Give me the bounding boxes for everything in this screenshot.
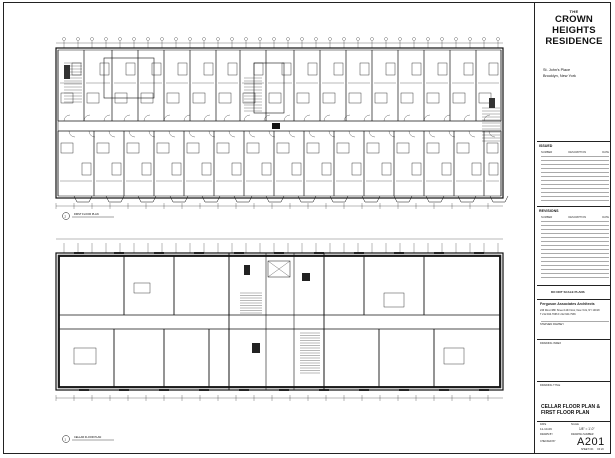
revisions-divider (537, 206, 610, 207)
date-value: 11-10-09 (540, 427, 552, 431)
drawing-title-line-2: FIRST FLOOR PLAN (541, 410, 590, 416)
ruled-line (541, 172, 609, 173)
ruled-line (541, 257, 609, 258)
note-divider (537, 285, 610, 286)
project-title-line-2: HEIGHTS (552, 25, 596, 36)
date-label: DATE (540, 423, 547, 426)
client-label: STEPHEN RAMSEY (540, 323, 564, 326)
ruled-line (541, 269, 609, 270)
firm-phone: T 212.944.7966 F 212.944.7936 (540, 313, 576, 316)
drawn-by-label: DRAWN BY (540, 433, 553, 436)
ruled-line (541, 241, 609, 242)
drawing-title-label: DRAWING TITLE (540, 384, 561, 387)
ruled-line (541, 225, 609, 226)
ruled-line (541, 237, 609, 238)
drawing-title: CELLAR FLOOR PLAN & FIRST FLOOR PLAN (541, 404, 600, 416)
address-line-2: Brooklyn, New York (543, 74, 576, 78)
first-floor-plan (55, 37, 509, 209)
ruled-line (541, 265, 609, 266)
project-title-line-3: RESIDENCE (545, 36, 603, 47)
first-floor-plan-number: 2 (65, 215, 67, 219)
scale-value: 1/8" = 1'-0" (579, 427, 595, 431)
firm-divider (537, 299, 610, 300)
ruled-line (541, 160, 609, 161)
ruled-line (541, 164, 609, 165)
revisions-col-description: DESCRIPTION (568, 216, 587, 219)
ruled-line (541, 245, 609, 246)
floor-plan-drawing: 2 FIRST FLOOR PLAN 1 CELLAR FLOOR PLAN (55, 37, 509, 443)
drawing-title-line-1: CELLAR FLOOR PLAN & (541, 404, 601, 410)
issued-col-description: DESCRIPTION (568, 151, 587, 154)
issued-divider (537, 141, 610, 142)
ruled-line (541, 156, 609, 157)
drawing-number-label: DRAWING NUMBER (571, 433, 594, 436)
address-line-1: St. John's Place (543, 68, 571, 72)
firm-name: Ferguson Associates Architects (540, 302, 595, 306)
cellar-floor-plan-number: 1 (65, 438, 67, 442)
issued-col-number: NUMBER (541, 151, 553, 154)
revisions-col-number: NUMBER (541, 216, 553, 219)
revisions-label: REVISIONS (539, 209, 559, 213)
ruled-line (541, 176, 609, 177)
issued-label: ISSUED (539, 144, 553, 148)
sheet-divider (537, 381, 610, 382)
title-block: THE CROWN HEIGHTS RESIDENCE St. John's P… (534, 3, 611, 453)
ruled-line (541, 221, 609, 222)
revisions-col-date: DATE (602, 216, 609, 219)
ruled-line (541, 192, 609, 193)
project-title: THE CROWN HEIGHTS RESIDENCE (539, 9, 609, 47)
issued-columns: NUMBER DESCRIPTION DATE (541, 151, 609, 154)
firm-rule (541, 321, 609, 322)
drawing-sheet: 2 FIRST FLOOR PLAN 1 CELLAR FLOOR PLAN T… (3, 2, 611, 454)
firm-address: 246 West 38th Street 11th Floor, New Yor… (540, 309, 600, 312)
project-address: St. John's Place Brooklyn, New York (543, 67, 607, 79)
ruled-line (541, 200, 609, 201)
project-title-line-1: CROWN (555, 14, 593, 25)
sheet-number-label: SHEET NO. (581, 448, 594, 451)
cellar-floor-plan-label: CELLAR FLOOR PLAN (74, 435, 101, 439)
scale-label: SCALE (571, 423, 579, 426)
ruled-line (541, 196, 609, 197)
ruled-line (541, 233, 609, 234)
do-not-scale-note: DO NOT SCALE PLANS (551, 290, 585, 294)
index-divider (537, 339, 610, 340)
first-floor-plan-label: FIRST FLOOR PLAN (74, 212, 99, 216)
cellar-floor-plan-tag: 1 CELLAR FLOOR PLAN (62, 435, 114, 443)
project-title-prefix: THE (569, 9, 579, 14)
ruled-line (541, 180, 609, 181)
ruled-line (541, 229, 609, 230)
cellar-floor-plan (55, 238, 504, 401)
sheet-count: OF 20 (597, 448, 604, 451)
ruled-line (541, 184, 609, 185)
info-divider (537, 421, 610, 422)
revisions-columns: NUMBER DESCRIPTION DATE (541, 216, 609, 219)
ruled-line (541, 168, 609, 169)
drawing-index-label: DRAWING INDEX (540, 342, 562, 345)
ruled-line (541, 261, 609, 262)
issued-col-date: DATE (602, 151, 609, 154)
checked-by-label: CHECKED BY (540, 440, 556, 443)
ruled-line (541, 277, 609, 278)
ruled-line (541, 188, 609, 189)
ruled-line (541, 249, 609, 250)
ruled-line (541, 253, 609, 254)
ruled-line (541, 273, 609, 274)
drawing-number: A201 (577, 436, 605, 448)
first-floor-plan-tag: 2 FIRST FLOOR PLAN (62, 212, 114, 220)
